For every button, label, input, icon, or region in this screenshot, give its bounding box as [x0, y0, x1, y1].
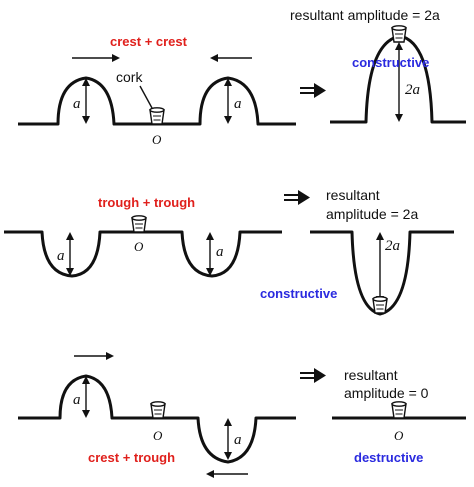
result-wave-tall-crest [330, 34, 466, 124]
result-label-line1: resultant [326, 187, 380, 203]
implies-arrow [300, 83, 326, 98]
amplitude-label: a [234, 96, 242, 112]
panel1-title: crest + crest [110, 34, 188, 49]
cork-label: cork [116, 69, 143, 85]
origin-label: O [153, 428, 163, 443]
amplitude-label: a [57, 248, 65, 264]
cork-icon [149, 107, 165, 125]
cork-pointer [139, 85, 153, 109]
panel3-title: crest + trough [88, 450, 175, 465]
origin-label: O [134, 239, 144, 254]
result-type-label: destructive [354, 450, 423, 465]
result-label-line2: amplitude = 2a [326, 206, 418, 222]
panel-trough-trough: trough + trough a a O resultant amplitud… [4, 187, 454, 316]
amplitude-label: a [216, 244, 224, 260]
result-type-label: constructive [260, 286, 337, 301]
implies-arrow [300, 368, 326, 383]
panel2-title: trough + trough [98, 195, 195, 210]
amplitude-label: a [73, 96, 81, 112]
result-amplitude-label: 2a [385, 238, 400, 254]
cork-icon [150, 401, 166, 419]
cork-icon [391, 25, 407, 43]
implies-arrow [284, 190, 310, 205]
origin-label: O [394, 428, 404, 443]
result-label-line1: resultant [344, 367, 398, 383]
amplitude-label: a [234, 432, 242, 448]
origin-label: O [152, 132, 162, 147]
panel-crest-crest: crest + crest a a cork O resultant ampli… [18, 7, 466, 147]
amplitude-label: a [73, 392, 81, 408]
result-amplitude-label: 2a [405, 82, 420, 98]
cork-icon [372, 296, 388, 314]
cork-icon [391, 401, 407, 419]
result-label: resultant amplitude = 2a [290, 7, 440, 23]
panel-crest-trough: a a O crest + trough resultant amplitude… [18, 352, 466, 478]
result-label-line2: amplitude = 0 [344, 385, 429, 401]
cork-icon [131, 215, 147, 233]
result-wave-deep-trough [310, 230, 454, 316]
wave-two-crests [18, 76, 296, 126]
result-type-label: constructive [352, 55, 429, 70]
